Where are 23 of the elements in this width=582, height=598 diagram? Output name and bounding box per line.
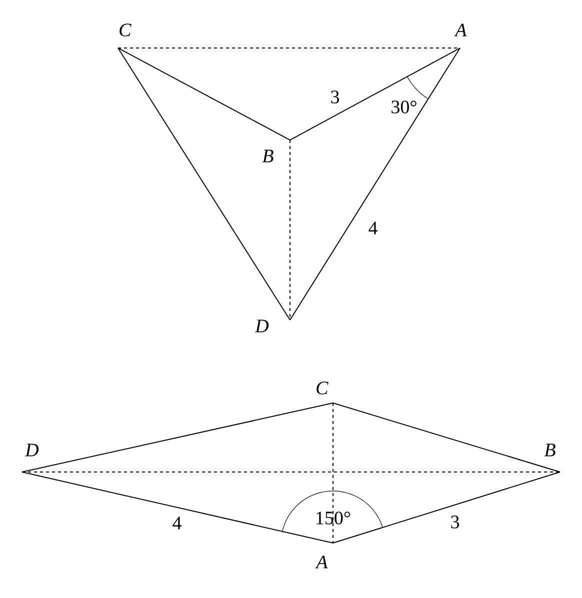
line-segment: [118, 48, 290, 140]
point-label: D: [24, 444, 39, 456]
point-label: A: [454, 24, 467, 36]
point-label: B: [262, 150, 274, 162]
point-label: C: [120, 24, 132, 36]
point-label: C: [316, 382, 328, 394]
line-segment: [332, 472, 560, 544]
line-segment: [22, 402, 334, 472]
line-segment: [332, 402, 334, 544]
edge-label: 4: [368, 222, 378, 234]
line-segment: [22, 472, 334, 544]
line-segment: [290, 48, 460, 140]
line-segment: [332, 402, 560, 472]
point-label: D: [254, 320, 269, 332]
angle-label: 150°: [316, 512, 350, 524]
point-label: A: [315, 556, 328, 568]
point-label: B: [544, 444, 556, 456]
line-segment: [290, 48, 460, 320]
edge-label: 3: [451, 516, 459, 528]
line-segment: [118, 48, 290, 320]
angle-label: 30°: [392, 100, 416, 114]
edge-label: 4: [172, 516, 182, 530]
edge-label: 3: [331, 90, 339, 104]
